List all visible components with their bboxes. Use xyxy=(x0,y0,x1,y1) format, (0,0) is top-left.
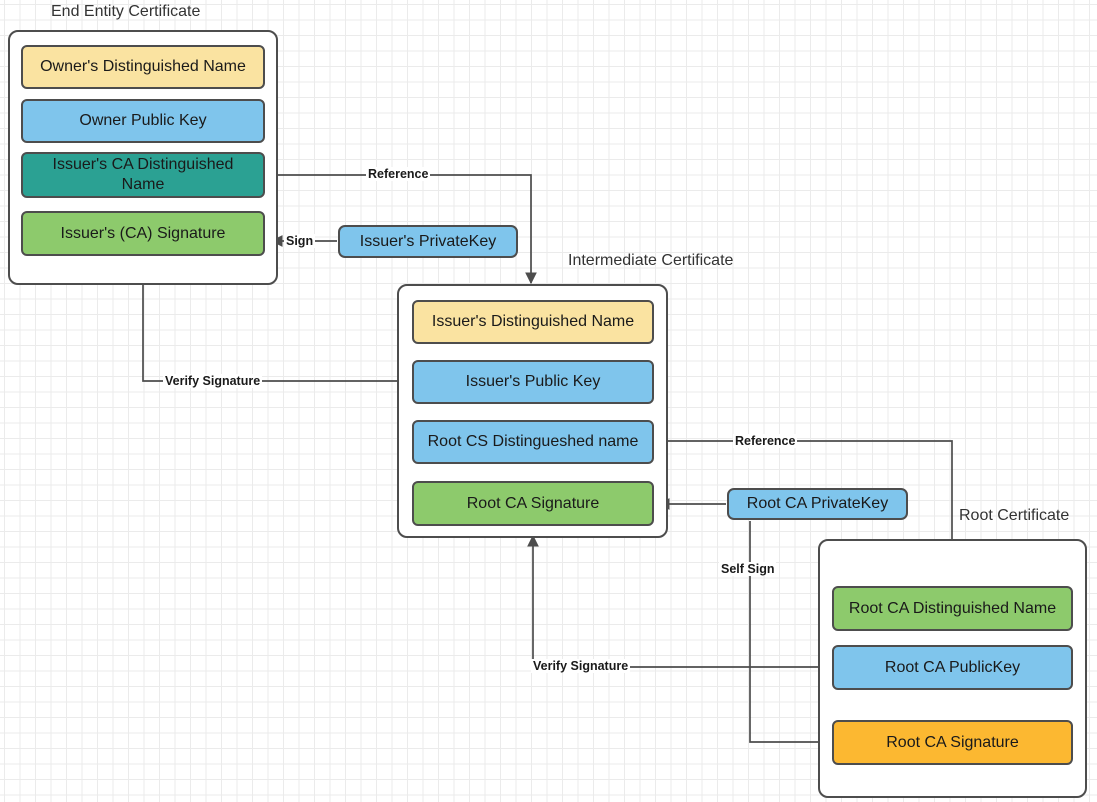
field-issuers-ca-distinguished-name[interactable]: Issuer's CA Distinguished Name xyxy=(21,152,265,198)
field-issuers-distinguished-name[interactable]: Issuer's Distinguished Name xyxy=(412,300,654,344)
field-owner-public-key[interactable]: Owner Public Key xyxy=(21,99,265,143)
key-issuers-privatekey[interactable]: Issuer's PrivateKey xyxy=(338,225,518,258)
edge-label-sign: Sign xyxy=(284,234,316,248)
field-root-ca-signature-root[interactable]: Root CA Signature xyxy=(832,720,1073,765)
group-title-intermediate: Intermediate Certificate xyxy=(568,252,734,269)
wire-verify-signature-bottom xyxy=(527,534,832,668)
edge-label-verify-signature-bottom: Verify Signature xyxy=(531,659,631,673)
key-root-ca-privatekey[interactable]: Root CA PrivateKey xyxy=(727,488,908,520)
field-root-ca-signature-intermediate[interactable]: Root CA Signature xyxy=(412,481,654,526)
field-root-ca-distinguished-name[interactable]: Root CA Distinguished Name xyxy=(832,586,1073,631)
edge-label-self-sign: Self Sign xyxy=(719,562,777,576)
group-title-end-entity: End Entity Certificate xyxy=(51,3,201,20)
field-issuers-public-key[interactable]: Issuer's Public Key xyxy=(412,360,654,404)
group-title-root: Root Certificate xyxy=(959,507,1070,524)
field-root-ca-publickey[interactable]: Root CA PublicKey xyxy=(832,645,1073,690)
field-issuers-ca-signature[interactable]: Issuer's (CA) Signature xyxy=(21,211,265,256)
edge-label-reference-top: Reference xyxy=(366,167,431,181)
edge-label-reference-bottom: Reference xyxy=(733,434,798,448)
field-root-cs-distingueshed-name[interactable]: Root CS Distingueshed name xyxy=(412,420,654,464)
edge-label-verify-signature-top: Verify Signature xyxy=(163,374,263,388)
field-owners-distinguished-name[interactable]: Owner's Distinguished Name xyxy=(21,45,265,89)
